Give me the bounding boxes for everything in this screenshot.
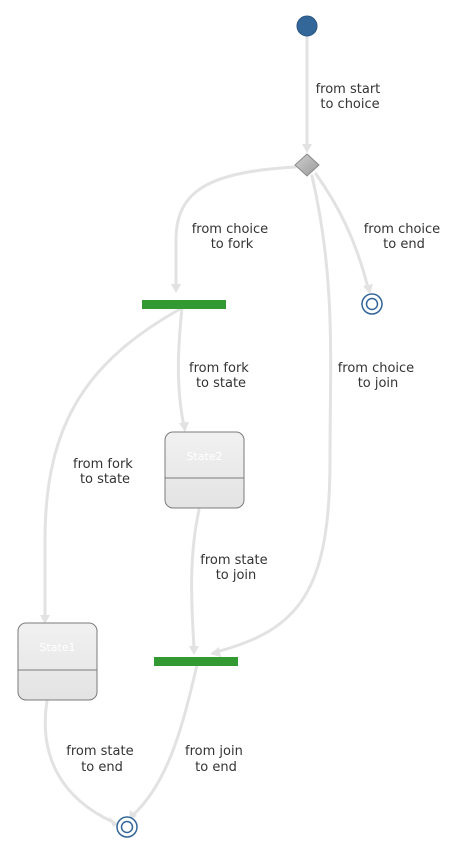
edge-label-choice-to-fork: from choice to fork <box>192 222 273 252</box>
start-node <box>296 15 318 37</box>
edge-choice-to-fork <box>171 165 297 293</box>
state-box-state2: State2 <box>164 431 245 509</box>
edge-fork-to-state1 <box>40 307 182 624</box>
end-node-final <box>116 816 138 838</box>
edge-join-to-end <box>129 663 199 820</box>
edge-label-state1-to-end: from state to end <box>66 744 137 775</box>
edge-label-state2-to-join: from state to join <box>200 553 271 583</box>
edge-state1-to-end <box>43 699 118 827</box>
end-node-choice <box>361 293 383 315</box>
edge-label-choice-to-join: from choice to join <box>338 361 419 391</box>
state-label-state2: State2 <box>186 450 222 463</box>
join-bar <box>154 657 238 666</box>
edge-start-to-choice <box>302 34 312 153</box>
edge-state2-to-join <box>189 508 201 655</box>
edge-choice-to-end <box>314 172 373 294</box>
state-box-state1: State1 <box>17 622 98 701</box>
fork-bar <box>142 300 226 309</box>
choice-diamond <box>294 153 320 177</box>
edge-fork-to-state2 <box>176 305 189 432</box>
edge-label-fork-to-state1: from fork to state <box>73 457 137 487</box>
edge-label-fork-to-state2: from fork to state <box>189 361 253 391</box>
edge-label-join-to-end: from join to end <box>185 744 247 775</box>
edge-choice-to-join <box>210 174 333 657</box>
edge-label-choice-to-end: from choice to end <box>364 222 445 252</box>
state-label-state1: State1 <box>39 641 75 654</box>
edge-label-start-to-choice: from start to choice <box>316 82 385 112</box>
